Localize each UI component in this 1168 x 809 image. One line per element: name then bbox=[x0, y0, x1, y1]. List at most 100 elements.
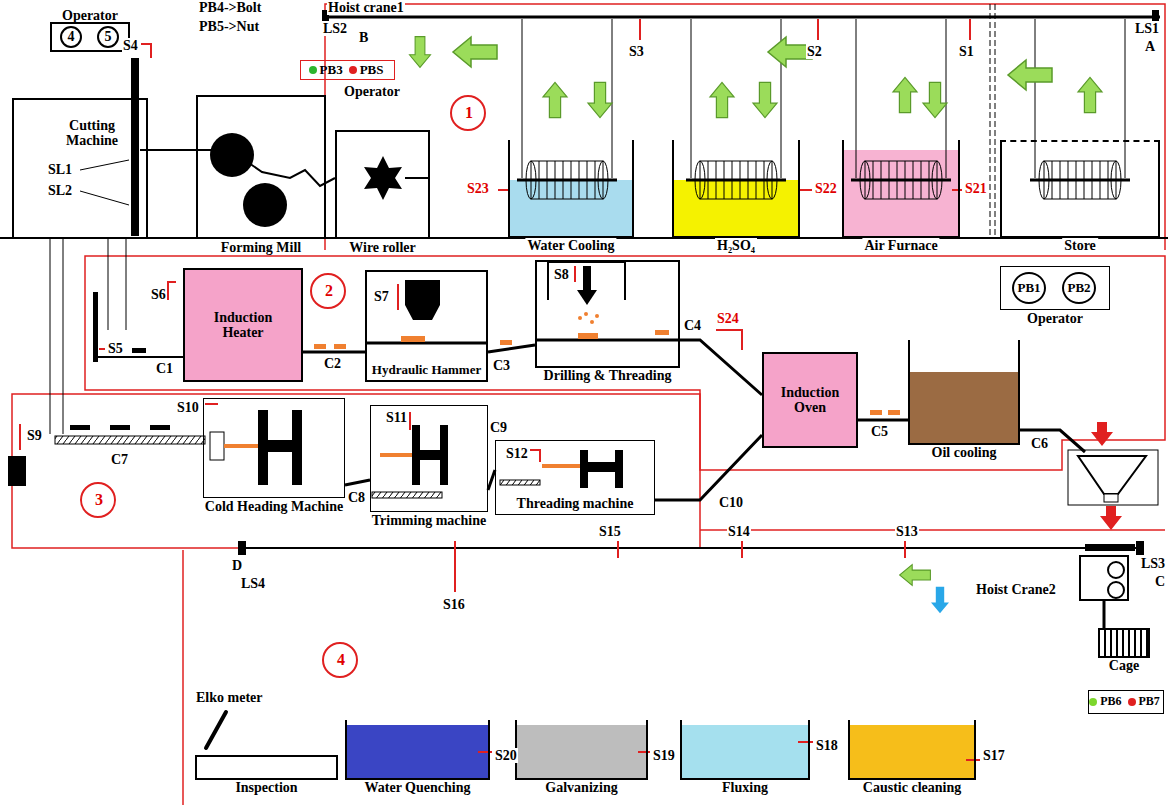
conveyor-line bbox=[858, 419, 908, 422]
part-label: Hoist crane1 bbox=[327, 0, 405, 15]
equipment-label: Forming Mill bbox=[219, 240, 304, 255]
induction-oven: Induction Oven bbox=[762, 352, 858, 448]
part-label: SL1 bbox=[47, 162, 73, 177]
equipment-label: Operator bbox=[1025, 311, 1085, 326]
callout-number: 1 bbox=[464, 104, 474, 122]
conveyor-line bbox=[488, 345, 535, 352]
equipment-label: Drilling & Threading bbox=[542, 368, 674, 383]
equipment-label: PB3 bbox=[320, 63, 343, 77]
part-label: PB5->Nut bbox=[198, 19, 260, 34]
part-label: B bbox=[358, 30, 369, 45]
cutting-machine: Cutting Machine bbox=[12, 98, 148, 238]
air-furnace: Air Furnace bbox=[842, 140, 960, 238]
part-label: S5 bbox=[107, 341, 124, 356]
control-panel: OperatorPB1PB2 bbox=[1000, 266, 1110, 310]
part-label: S12 bbox=[505, 446, 529, 461]
equipment-label: Cutting Machine bbox=[52, 118, 132, 149]
push-button: 4 bbox=[60, 26, 82, 48]
equipment-label: Galvanizing bbox=[543, 780, 619, 795]
equipment-label: Operator bbox=[62, 8, 118, 23]
part-label: LS1 bbox=[1134, 21, 1160, 36]
equipment-label: Air Furnace bbox=[862, 238, 939, 253]
equipment-label: PBS bbox=[360, 63, 384, 77]
conveyor-label: C2 bbox=[323, 356, 342, 371]
part-label: C7 bbox=[110, 452, 129, 467]
part-label: LS3 bbox=[1140, 556, 1166, 571]
part-label: Operator bbox=[343, 84, 401, 99]
part-label: S11 bbox=[385, 410, 408, 425]
part-label: S7 bbox=[373, 289, 390, 304]
control-panel: PB6PB7 bbox=[1088, 690, 1164, 714]
conveyor-label: C10 bbox=[718, 495, 744, 510]
equipment-label: 4 bbox=[68, 29, 75, 44]
wire-roller: Wire roller bbox=[335, 130, 430, 238]
part-label: Hoist Crane2 bbox=[975, 582, 1057, 597]
conveyor-label: C8 bbox=[347, 490, 366, 505]
part-label: S18 bbox=[815, 738, 839, 753]
callout-number: 4 bbox=[336, 651, 346, 669]
conveyor-line bbox=[680, 340, 762, 395]
store: Store bbox=[1000, 140, 1160, 238]
part-label: S4 bbox=[122, 38, 139, 53]
equipment-label: Hydraulic Hammer bbox=[372, 363, 481, 377]
conveyor-line bbox=[303, 351, 365, 354]
equipment-label: Water Cooling bbox=[525, 238, 616, 253]
equipment-label: Oil cooling bbox=[930, 445, 999, 460]
equipment-label: 5 bbox=[105, 29, 112, 44]
part-label: S3 bbox=[628, 44, 645, 59]
equipment-label: Inspection bbox=[233, 780, 299, 795]
conveyor-label: C9 bbox=[489, 420, 508, 435]
part-label: S16 bbox=[442, 597, 466, 612]
equipment-label: Induction Oven bbox=[770, 385, 850, 416]
part-label: S13 bbox=[895, 524, 919, 539]
equipment-label: Water Quenching bbox=[363, 780, 473, 795]
control-panel: Operator45 bbox=[50, 22, 130, 52]
equipment-label: PB1 bbox=[1017, 281, 1040, 295]
callout-number: 2 bbox=[324, 282, 334, 300]
part-label: S22 bbox=[814, 181, 838, 196]
caustic-tank: Caustic cleaning bbox=[848, 720, 976, 780]
equipment-label: Induction Heater bbox=[198, 310, 288, 341]
part-label: C6 bbox=[1030, 436, 1049, 451]
flux-tank: Fluxing bbox=[680, 720, 810, 780]
part-label: SL2 bbox=[47, 183, 73, 198]
callout-number: 3 bbox=[94, 491, 104, 509]
equipment-label: Caustic cleaning bbox=[861, 780, 963, 795]
conveyor-line bbox=[655, 435, 762, 500]
part-label: D bbox=[231, 558, 243, 573]
forming-mill: Forming Mill bbox=[196, 95, 326, 238]
quench-tank: Water Quenching bbox=[345, 720, 490, 780]
part-label: S8 bbox=[553, 267, 570, 282]
part-label: C bbox=[1154, 574, 1166, 589]
part-label: LS2 bbox=[322, 21, 348, 36]
equipment-label: PB6 bbox=[1100, 695, 1121, 708]
part-label: S1 bbox=[958, 44, 975, 59]
conveyor-label: C5 bbox=[870, 424, 889, 439]
part-label: S9 bbox=[26, 428, 43, 443]
equipment-label: Trimming machine bbox=[370, 513, 488, 528]
equipment-label: Cage bbox=[1107, 658, 1141, 673]
indicator-lamp bbox=[1089, 698, 1097, 706]
galvanizing-tank: Galvanizing bbox=[515, 720, 648, 780]
equipment-label: Fluxing bbox=[720, 780, 770, 795]
control-panel: PB3 PBS bbox=[300, 60, 395, 80]
part-label: S15 bbox=[598, 524, 622, 539]
part-label: PB4->Bolt bbox=[198, 0, 262, 15]
indicator-lamp bbox=[309, 66, 317, 74]
part-label: S6 bbox=[150, 287, 167, 302]
equipment-label: Store bbox=[1062, 238, 1098, 253]
part-label: A bbox=[1144, 39, 1156, 54]
equipment-label: PB2 bbox=[1067, 281, 1090, 295]
oil-tank: Oil cooling bbox=[908, 340, 1020, 445]
equipment-label: Wire roller bbox=[347, 240, 417, 255]
conveyor-label: C4 bbox=[683, 318, 702, 333]
part-label: Elko meter bbox=[195, 690, 263, 705]
part-label: S21 bbox=[964, 181, 988, 196]
part-label: S2 bbox=[806, 44, 823, 59]
cage: Cage bbox=[1098, 628, 1150, 658]
hydraulic-hammer: Hydraulic Hammer bbox=[365, 270, 488, 382]
push-button: 5 bbox=[97, 26, 119, 48]
conveyor-label: C3 bbox=[492, 358, 511, 373]
equipment-label: Cold Heading Machine bbox=[203, 499, 345, 514]
